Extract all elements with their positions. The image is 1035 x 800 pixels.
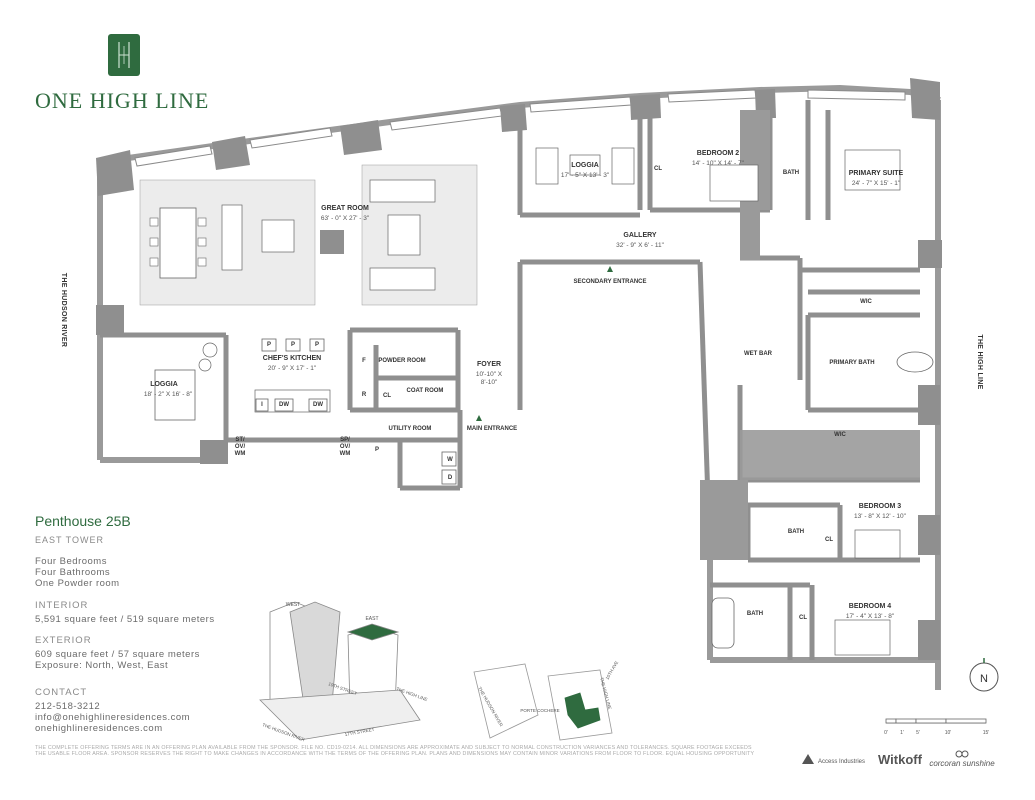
oh-monogram-icon (118, 42, 130, 68)
contact-website[interactable]: onehighlineresidences.com (35, 723, 163, 734)
exterior-value: 609 square feet / 57 square meters (35, 649, 200, 660)
scale-tick-5: 5' (916, 730, 920, 736)
bath-primary-label: BATH (783, 170, 799, 176)
key-plan-3d (259, 601, 421, 741)
corcoran-sunshine-logo: corcoran sunshine (929, 750, 995, 768)
bedroom4-label: BEDROOM 4 (849, 603, 892, 610)
pantry-label: P (267, 342, 271, 348)
scale-tick-15: 15' (983, 730, 990, 736)
ice-label: I (261, 402, 263, 408)
cl-coat-label: CL (383, 393, 391, 399)
washer-label: W (447, 457, 453, 463)
st-label: ST/ (235, 437, 245, 443)
utility-room-label: UTILITY ROOM (389, 426, 432, 432)
wic2-label: WIC (834, 432, 846, 438)
main-entrance-label: MAIN ENTRANCE (467, 426, 517, 432)
ov-label-2: OV/ (340, 444, 351, 450)
loggia-west-label: LOGGIA (150, 381, 178, 388)
scale-tick-0: 0' (884, 730, 888, 736)
loggia-west-dim: 18' - 2" X 16' - 8" (144, 391, 193, 398)
scale-bar (885, 718, 987, 724)
tower-label: EAST TOWER (35, 535, 105, 545)
bath-bedroom3-label: BATH (788, 529, 804, 535)
utility-pantry-label: P (375, 447, 379, 453)
primary-suite-dim: 24' - 7" X 15' - 1" (852, 180, 901, 187)
fridge-label: F (362, 358, 366, 364)
contact-phone[interactable]: 212-518-3212 (35, 701, 101, 712)
ov-label: OV/ (235, 444, 246, 450)
bath-bedroom4-label: BATH (747, 611, 763, 617)
siteplan-10th-ave: 10TH AVE (605, 660, 620, 680)
compass-icon: N (969, 658, 999, 692)
foyer-dim1: 10'-10" X (476, 371, 503, 378)
loggia-north-dim: 17' - 5" X 13' - 3" (561, 172, 610, 179)
access-industries-text: Access Industries (818, 759, 865, 765)
loggia-north-label: LOGGIA (571, 162, 599, 169)
interior-value: 5,591 square feet / 519 square meters (35, 614, 215, 625)
hudson-river-label: THE HUDSON RIVER (60, 273, 67, 347)
interior-label: INTERIOR (35, 600, 89, 611)
feature-bedrooms: Four Bedrooms (35, 556, 107, 567)
dishwasher-label: DW (313, 402, 323, 408)
keyplan-east-label: EAST (365, 616, 378, 622)
sp-label: SP/ (340, 437, 350, 443)
unit-title: Penthouse 25B (35, 513, 131, 529)
brand-logo-icon (108, 34, 140, 76)
contact-email[interactable]: info@onehighlineresidences.com (35, 712, 191, 723)
gallery-dim: 32' - 9" X 6' - 11" (616, 242, 664, 249)
powder-room-label: POWDER ROOM (378, 358, 425, 364)
bedroom2-dim: 14' - 10" X 14' - 7" (692, 160, 745, 167)
feature-bathrooms: Four Bathrooms (35, 567, 111, 578)
wm-label: WM (235, 451, 246, 457)
access-industries-logo: Access Industries (802, 754, 865, 765)
bedroom3-label: BEDROOM 3 (859, 503, 902, 510)
gallery-label: GALLERY (623, 232, 657, 239)
high-line-label: THE HIGH LINE (976, 334, 983, 389)
disclaimer-text: THE COMPLETE OFFERING TERMS ARE IN AN OF… (35, 745, 755, 758)
witkoff-logo: Witkoff (878, 752, 923, 767)
cl-bedroom3-label: CL (825, 537, 833, 543)
wet-bar-label: WET BAR (744, 351, 773, 357)
dryer-label: D (448, 475, 453, 481)
siteplan-porte-cochere: PORTE COCHERE (520, 708, 559, 713)
great-room-dim: 63' - 0" X 27' - 3" (321, 215, 370, 222)
keyplan-street-17: 17TH STREET (344, 727, 375, 737)
range-label: R (362, 392, 367, 398)
contact-label: CONTACT (35, 687, 88, 698)
kitchen-label: CHEF'S KITCHEN (263, 355, 321, 362)
foyer-dim2: 8'-10" (481, 379, 498, 386)
pantry-label: P (291, 342, 295, 348)
cl-bedroom4-label: CL (799, 615, 807, 621)
great-room-label: GREAT ROOM (321, 205, 369, 212)
dishwasher-label: DW (279, 402, 289, 408)
bedroom2-label: BEDROOM 2 (697, 150, 740, 157)
scale-tick-1: 1' (900, 730, 904, 736)
bedroom4-dim: 17' - 4" X 13' - 8" (846, 613, 895, 620)
wm-label-2: WM (340, 451, 351, 457)
compass-label: N (980, 673, 988, 685)
kitchen-dim: 20' - 9" X 17' - 1" (268, 365, 317, 372)
foyer-label: FOYER (477, 361, 501, 368)
primary-suite-label: PRIMARY SUITE (849, 170, 904, 177)
wic1-label: WIC (860, 299, 872, 305)
secondary-entrance-label: SECONDARY ENTRANCE (573, 279, 646, 285)
exposure-value: Exposure: North, West, East (35, 660, 169, 671)
scale-tick-10: 10' (945, 730, 952, 736)
cl-bedroom2-label: CL (654, 166, 662, 172)
feature-powder: One Powder room (35, 578, 120, 589)
primary-bath-label: PRIMARY BATH (829, 360, 874, 366)
pantry-label: P (315, 342, 319, 348)
corcoran-sunshine-text: corcoran sunshine (929, 759, 995, 768)
exterior-label: EXTERIOR (35, 635, 92, 646)
coat-room-label: COAT ROOM (407, 388, 444, 394)
bedroom3-dim: 13' - 8" X 12' - 10" (854, 513, 907, 520)
keyplan-west-label: WEST (286, 602, 300, 608)
brand-name: ONE HIGH LINE (35, 88, 210, 113)
site-plan (473, 663, 613, 741)
